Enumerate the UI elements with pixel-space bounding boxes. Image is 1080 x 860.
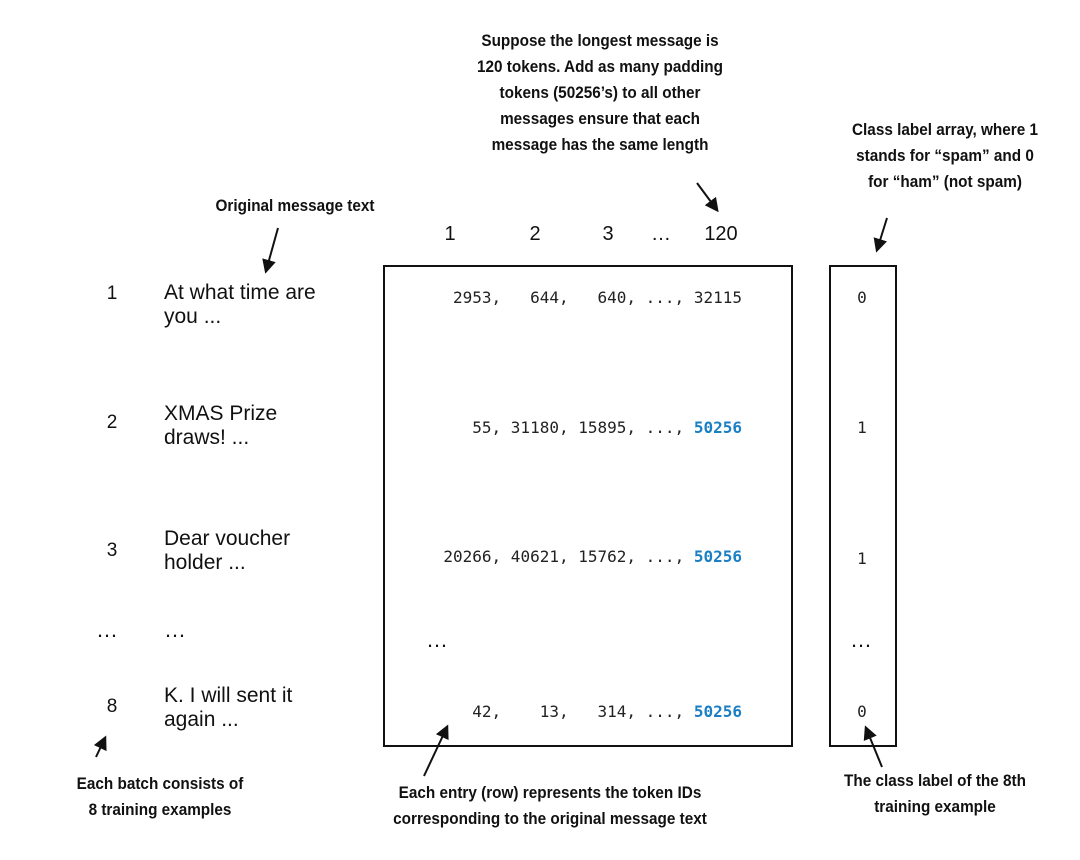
column-header-2: 2 [529,223,541,245]
class-label-annotation-line: Class label array, where 1 [852,120,1038,139]
padding-token: 50256 [693,418,742,437]
padding-annotation-line: 120 tokens. Add as many padding [476,57,723,76]
message-text: Dear voucher holder ... [164,527,364,575]
message-text: XMAS Prize draws! ... [164,402,364,450]
token-row: 55, 31180, 15895, ..., 50256 [472,418,742,437]
token-row: 2953, 644, 640, ..., 32115 [453,288,742,307]
class-label-annotation-line: stands for “spam” and 0 [856,146,1034,165]
message-text-line: At what time are [164,281,316,304]
row-annotation-line: corresponding to the original message te… [393,809,707,828]
token-ids: 42, 13, 314, ..., [472,702,694,721]
padding-annotation-line: tokens (50256’s) to all other [499,83,701,102]
message-text-line: XMAS Prize [164,402,278,425]
batch-annotation-line: 8 training examples [88,800,232,819]
row-index: 8 [106,696,118,717]
message-text: At what time are you ... [164,281,364,329]
column-header-ellipsis: … [651,223,671,245]
row-index: 1 [106,283,118,304]
arrow-to-class-array [873,217,888,253]
class-label-array [829,265,897,747]
column-header-1: 1 [444,223,456,245]
token-row: 20266, 40621, 15762, ..., 50256 [443,547,742,566]
message-text-line: you ... [164,305,222,328]
class-label-annotation-line: for “ham” (not spam) [868,172,1022,191]
token-ids: 55, 31180, 15895, ..., [472,418,694,437]
token-row: 42, 13, 314, ..., 50256 [472,702,742,721]
message-text-line: Dear voucher [164,527,291,550]
arrow-to-message-text [262,227,279,274]
message-text-ellipsis: … [164,617,188,642]
last-label-annotation-line: The class label of the 8th [844,771,1026,790]
class-label: 1 [857,549,867,568]
message-text: K. I will sent it again ... [164,684,364,732]
message-text-line: draws! ... [164,426,250,449]
row-annotation-line: Each entry (row) represents the token ID… [398,783,702,802]
class-label-ellipsis: … [850,627,874,652]
message-text-line: again ... [164,708,239,731]
padding-token: 50256 [693,702,742,721]
class-label: 0 [857,288,867,307]
row-annotation: Each entry (row) represents the token ID… [352,780,748,832]
original-text-annotation: Original message text [215,196,375,215]
token-id-matrix [383,265,793,747]
batch-annotation: Each batch consists of 8 training exampl… [34,771,286,823]
last-label-annotation: The class label of the 8th training exam… [818,768,1052,820]
message-text-line: holder ... [164,551,246,574]
batch-annotation-line: Each batch consists of [76,774,244,793]
arrow-to-column-120 [696,182,719,213]
padding-annotation-line: message has the same length [491,135,709,154]
class-label: 0 [857,702,867,721]
message-text-line: K. I will sent it [164,684,293,707]
token-ids: 2953, 644, 640, ..., [453,288,694,307]
row-index-ellipsis: … [96,617,120,642]
class-label-annotation: Class label array, where 1 stands for “s… [828,117,1062,195]
padding-annotation-line: messages ensure that each [500,109,700,128]
class-label: 1 [857,418,867,437]
token-ids: 20266, 40621, 15762, ..., [443,547,694,566]
row-index: 3 [106,540,118,561]
padding-annotation-line: Suppose the longest message is [481,31,719,50]
column-header-3: 3 [602,223,614,245]
row-index: 2 [106,412,118,433]
arrow-to-batch-index [93,735,107,758]
padding-token: 50256 [693,547,742,566]
token-row-ellipsis: … [426,627,450,652]
last-label-annotation-line: training example [874,797,996,816]
column-header-120: 120 [704,223,738,245]
last-token: 32115 [693,288,742,307]
padding-annotation: Suppose the longest message is 120 token… [438,28,762,158]
